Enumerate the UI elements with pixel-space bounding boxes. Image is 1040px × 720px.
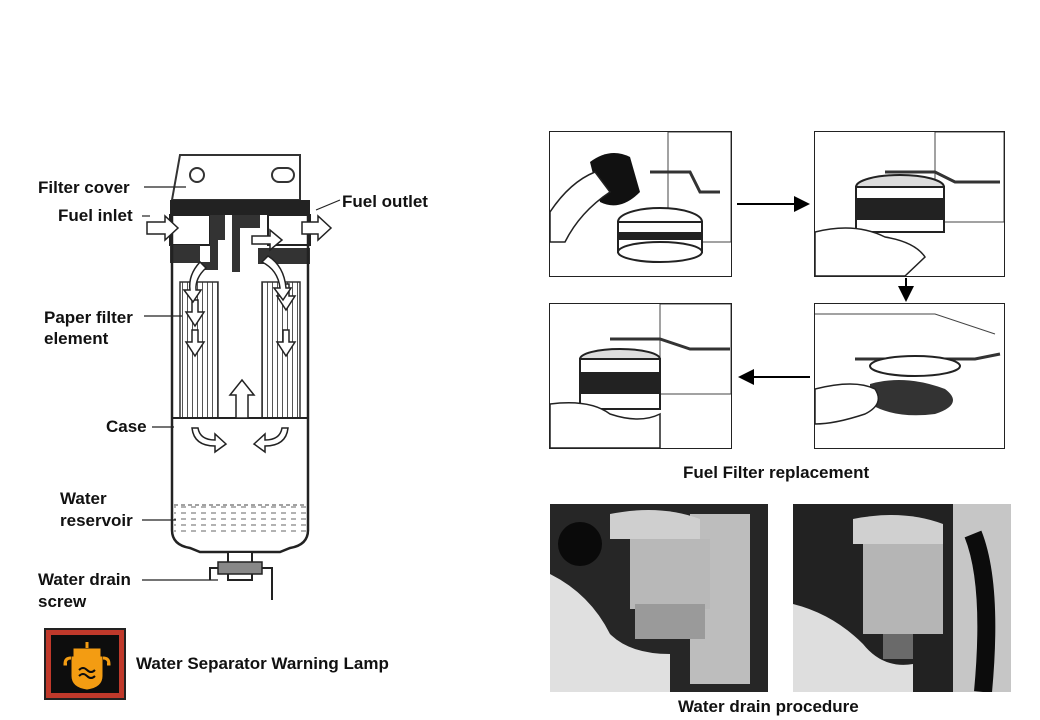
water-drain-photo-1 bbox=[550, 504, 768, 692]
label-water: Water bbox=[60, 489, 107, 508]
inlet-arrow bbox=[146, 214, 180, 242]
warning-lamp-label: Water Separator Warning Lamp bbox=[136, 654, 389, 673]
center-up-arrow bbox=[228, 378, 256, 419]
filter-head bbox=[170, 200, 310, 215]
label-water-drain: Water drain bbox=[38, 570, 131, 589]
label-case: Case bbox=[106, 417, 147, 436]
label-drain-screw: screw bbox=[38, 592, 87, 611]
water-separator-lamp-icon bbox=[44, 628, 126, 700]
label-paper-filter-element: element bbox=[44, 329, 109, 348]
replacement-step-2-photo bbox=[814, 131, 1005, 277]
water-drain-procedure-caption: Water drain procedure bbox=[678, 697, 859, 716]
outlet-arrow bbox=[301, 214, 333, 242]
water-drain-photo-2 bbox=[793, 504, 1011, 692]
replacement-step-4-photo bbox=[549, 303, 732, 449]
label-filter-cover: Filter cover bbox=[38, 178, 130, 197]
label-water-reservoir: reservoir bbox=[60, 511, 133, 530]
label-fuel-outlet: Fuel outlet bbox=[342, 192, 428, 211]
water-reservoir bbox=[174, 505, 306, 535]
replacement-step-1-photo bbox=[549, 131, 732, 277]
label-paper-filter: Paper filter bbox=[44, 308, 133, 327]
replacement-step-3-photo bbox=[814, 303, 1005, 449]
fuel-filter-replacement-caption: Fuel Filter replacement bbox=[683, 463, 870, 482]
label-fuel-inlet: Fuel inlet bbox=[58, 206, 133, 225]
paper-filter-right bbox=[261, 281, 301, 419]
